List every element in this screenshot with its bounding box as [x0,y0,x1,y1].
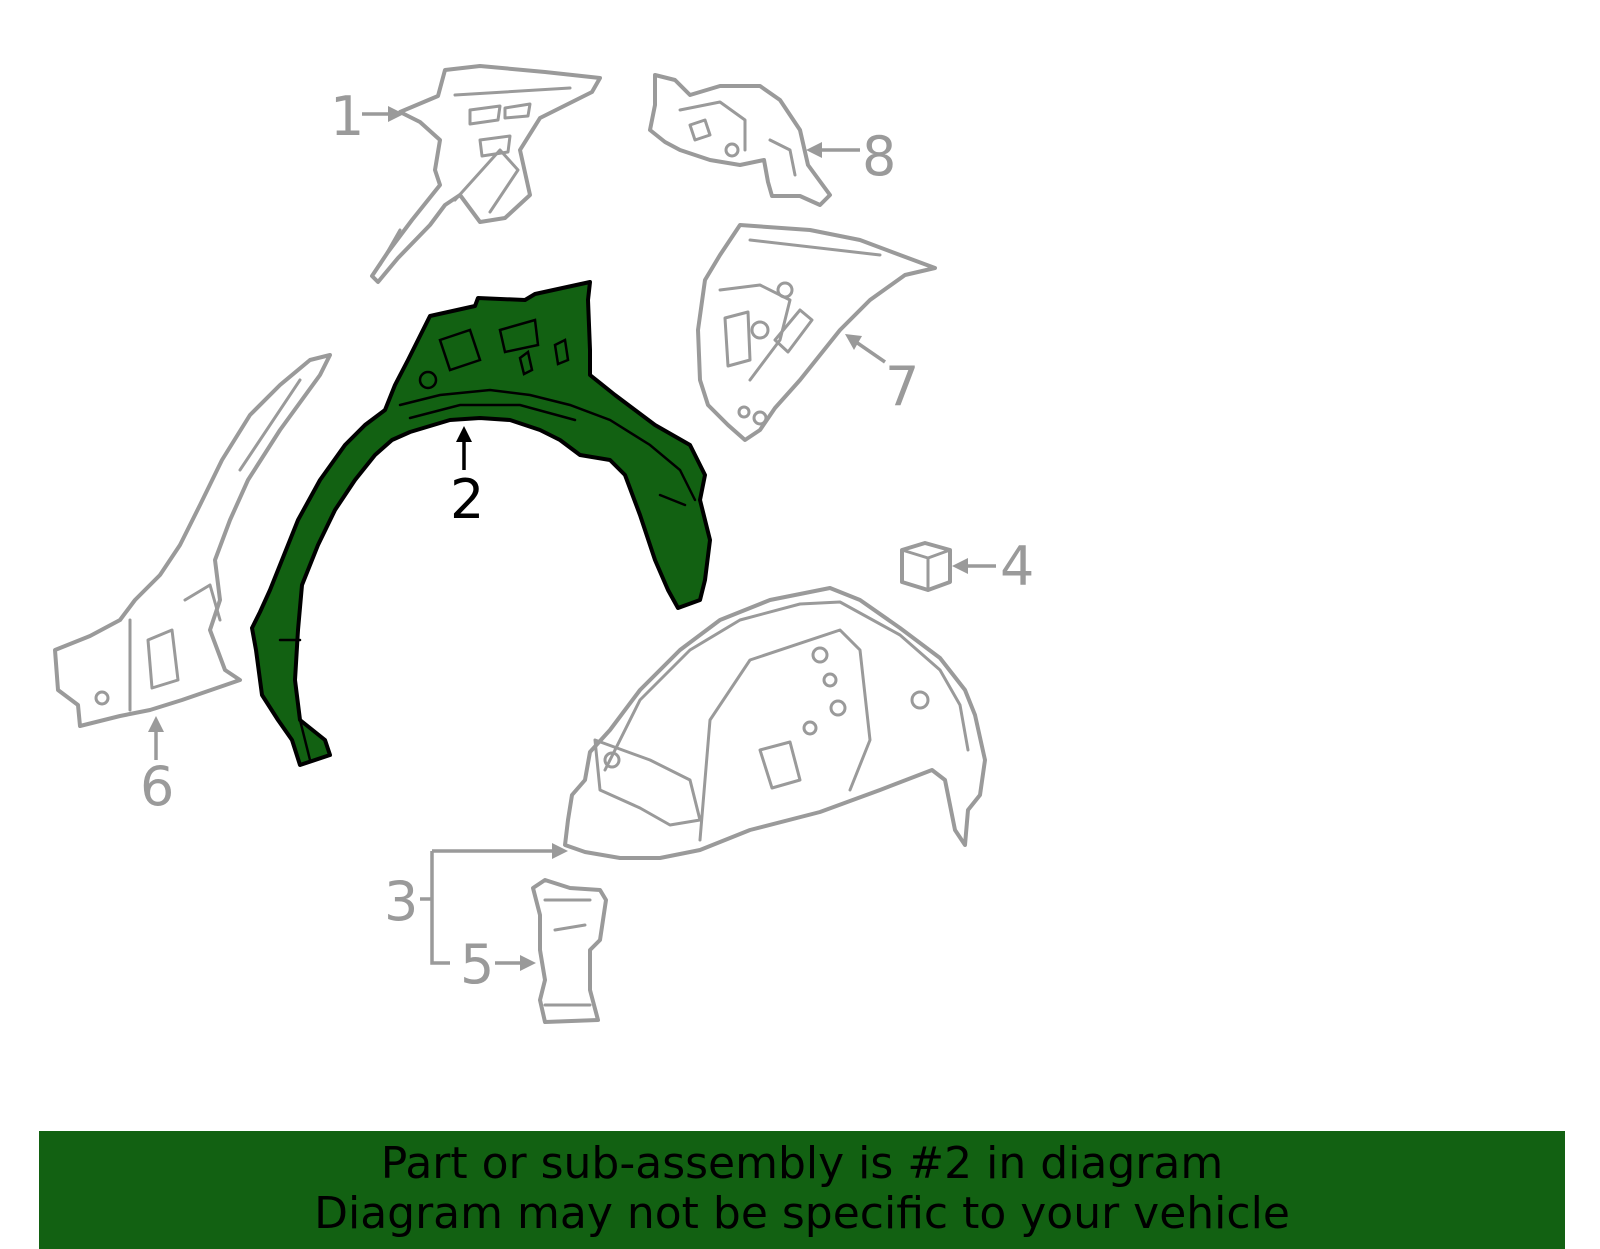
callout-number-1: 1 [330,85,364,148]
callout-6: 6 [140,716,174,818]
banner-line-2: Diagram may not be specific to your vehi… [314,1188,1290,1239]
part-8[interactable] [648,73,832,207]
callout-7: 7 [845,334,919,418]
part-6[interactable] [53,353,332,728]
callout-8: 8 [806,125,896,188]
banner-line-1: Part or sub-assembly is #2 in diagram [380,1138,1224,1189]
callout-1: 1 [330,85,404,148]
part-1[interactable] [370,64,602,284]
info-banner: Part or sub-assembly is #2 in diagram Di… [39,1131,1565,1249]
callout-2: 2 [450,426,484,531]
part-7[interactable] [696,223,937,442]
part-4[interactable] [900,541,952,592]
parts-diagram: 1 8 7 4 2 6 3 5 [53,64,1034,1024]
callout-number-6: 6 [140,755,174,818]
callout-number-8: 8 [862,125,896,188]
callout-number-7: 7 [885,355,919,418]
callout-3: 3 [384,843,568,965]
callout-number-5: 5 [460,933,494,996]
callout-5: 5 [460,933,536,996]
part-5[interactable] [531,878,608,1024]
part-2-highlighted[interactable] [250,280,712,767]
callout-number-4: 4 [1000,535,1034,598]
callout-number-2: 2 [450,468,484,531]
callout-4: 4 [952,535,1034,598]
callout-number-3: 3 [384,870,418,933]
part-3[interactable] [563,586,987,860]
